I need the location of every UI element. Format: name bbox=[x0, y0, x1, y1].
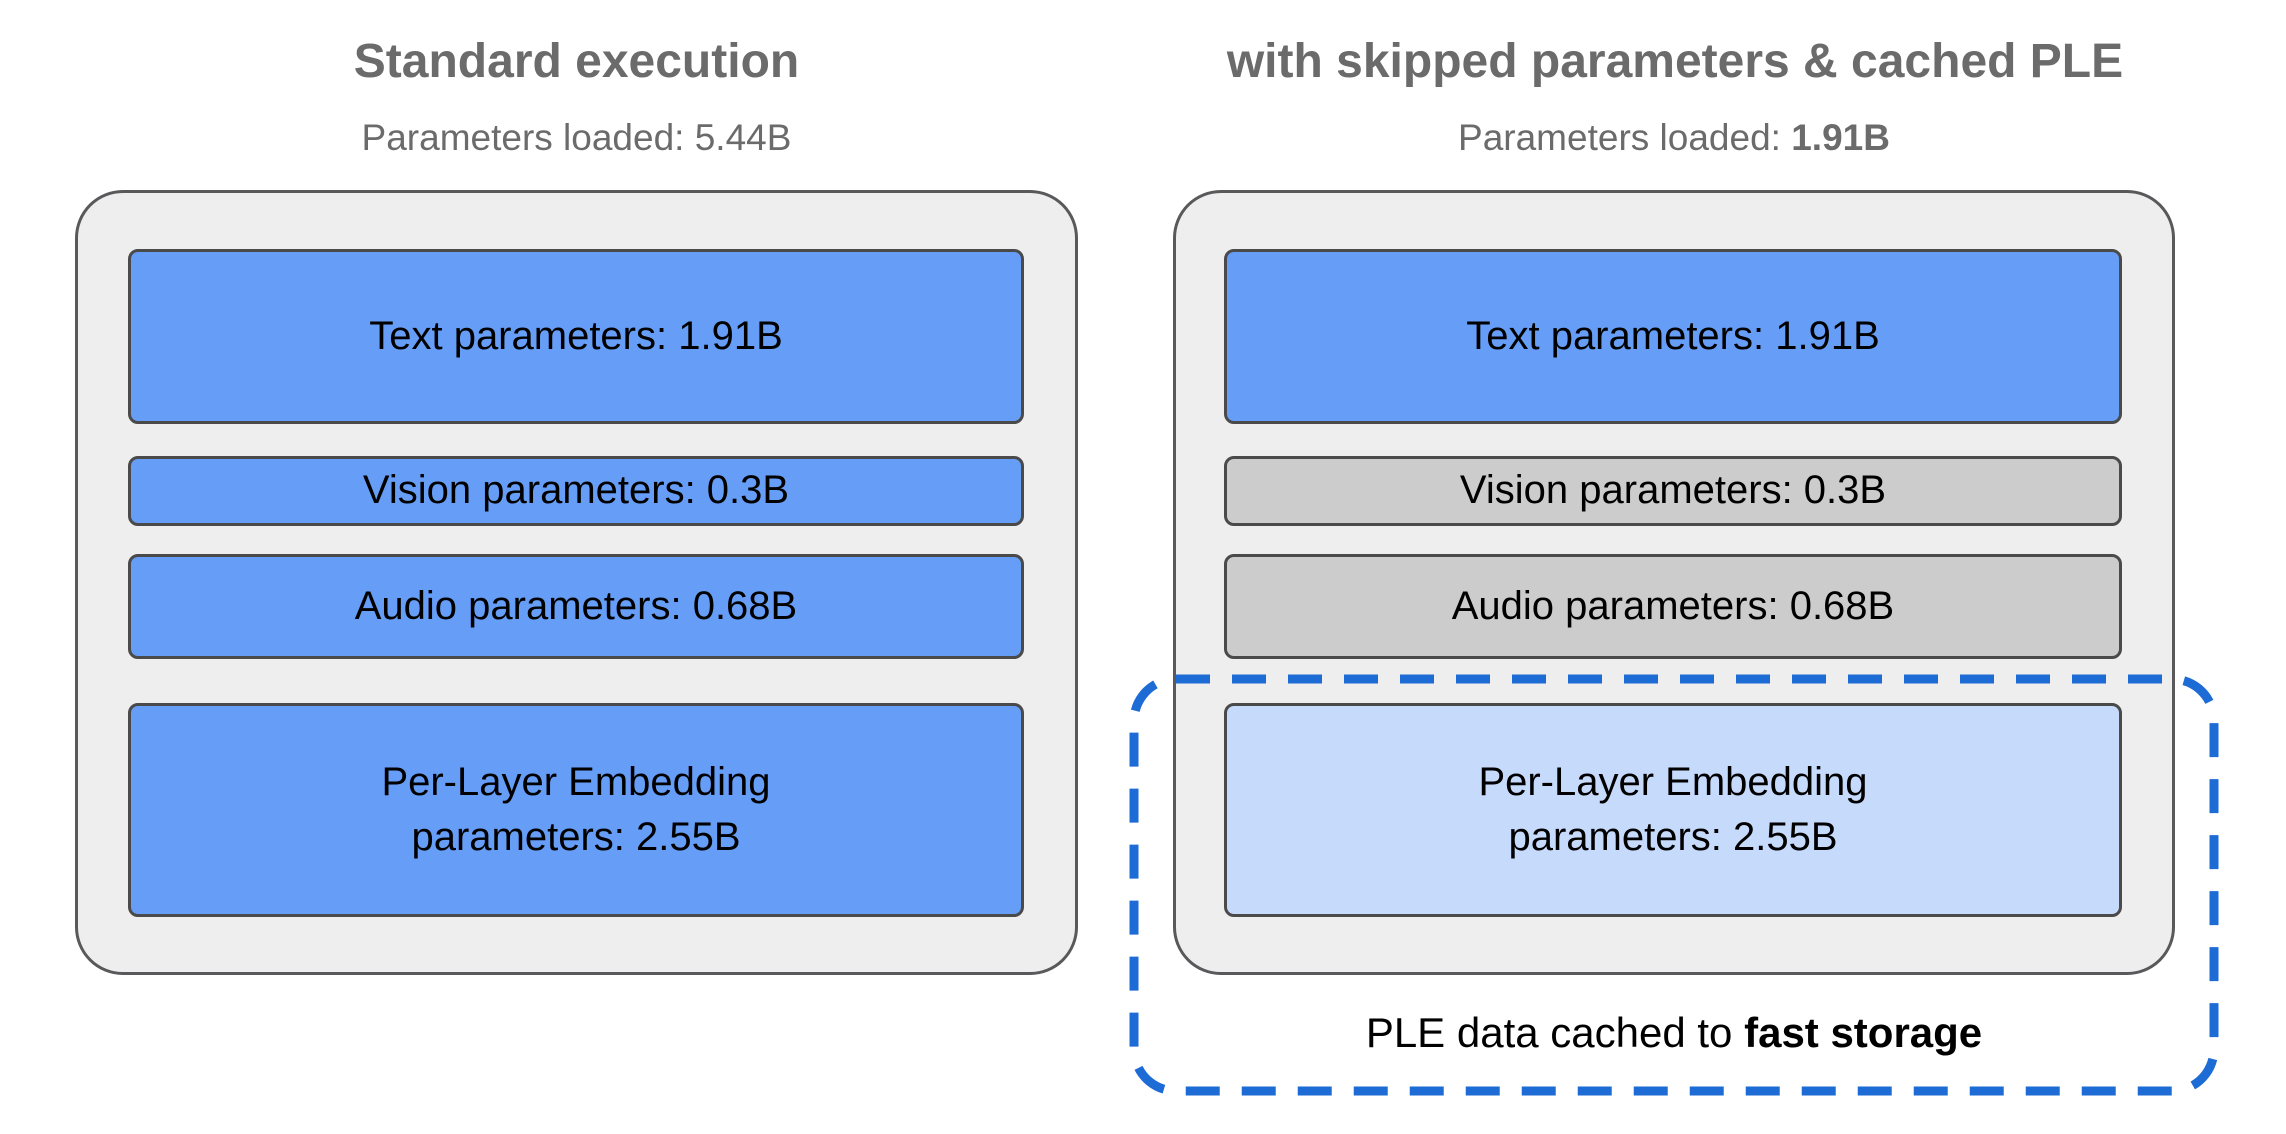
left-box-text-parameters: Text parameters: 1.91B bbox=[128, 249, 1024, 424]
right-panel-subtitle: Parameters loaded: 1.91B bbox=[1173, 117, 2175, 159]
left-panel-title: Standard execution bbox=[353, 35, 800, 88]
left-box-vision-parameters: Vision parameters: 0.3B bbox=[128, 456, 1024, 526]
left-box-ple-parameters: Per-Layer Embedding parameters: 2.55B bbox=[128, 703, 1024, 917]
left-panel-subtitle: Parameters loaded: 5.44B bbox=[75, 117, 1078, 159]
left-box-audio-parameters: Audio parameters: 0.68B bbox=[128, 554, 1024, 659]
right-box-ple-parameters-cached: Per-Layer Embedding parameters: 2.55B bbox=[1224, 703, 2122, 917]
right-box-vision-parameters-skipped: Vision parameters: 0.3B bbox=[1224, 456, 2122, 526]
right-box-text-parameters: Text parameters: 1.91B bbox=[1224, 249, 2122, 424]
left-subtitle-value: 5.44B bbox=[694, 117, 792, 158]
right-panel-title: with skipped parameters & cached PLE bbox=[1226, 35, 2124, 88]
right-box-audio-parameters-skipped: Audio parameters: 0.68B bbox=[1224, 554, 2122, 659]
ple-cache-callout: PLE data cached to fast storage bbox=[1134, 1008, 2214, 1058]
callout-bold-text: fast storage bbox=[1744, 1009, 1983, 1056]
callout-prefix: PLE data cached to bbox=[1365, 1009, 1745, 1056]
left-subtitle-prefix: Parameters loaded: bbox=[361, 117, 695, 158]
right-subtitle-prefix: Parameters loaded: bbox=[1458, 117, 1792, 158]
right-subtitle-value: 1.91B bbox=[1791, 117, 1890, 158]
